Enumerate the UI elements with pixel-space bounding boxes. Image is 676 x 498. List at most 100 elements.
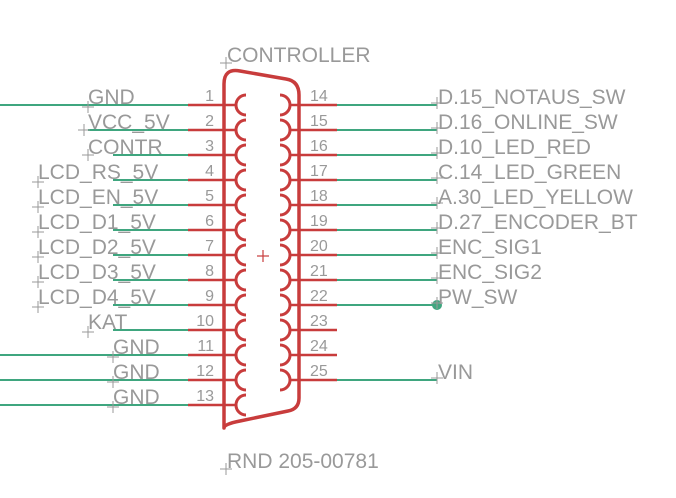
net-label-anchor-icon	[431, 147, 443, 159]
pin-6[interactable]: 6 LCD_D1_5V	[32, 211, 247, 242]
net-label[interactable]: ENC_SIG1	[438, 236, 542, 259]
socket-contact-icon	[234, 243, 247, 267]
net-label[interactable]: CONTR	[88, 136, 163, 159]
pin-20[interactable]: 20 ENC_SIG1	[279, 236, 542, 267]
net-label-anchor-icon	[431, 247, 443, 259]
pin-4[interactable]: 4 LCD_RS_5V	[32, 161, 247, 192]
pin-number: 10	[196, 313, 214, 330]
socket-contact-icon	[279, 293, 292, 317]
pin-number: 19	[310, 213, 328, 230]
pin-23[interactable]: 23	[279, 313, 337, 342]
socket-contact-icon	[234, 93, 247, 117]
net-label-anchor-icon	[78, 124, 90, 136]
socket-contact-icon	[234, 218, 247, 242]
net-label[interactable]: D.27_ENCODER_BT	[438, 211, 638, 234]
net-label[interactable]: VCC_5V	[88, 111, 170, 134]
pin-number: 11	[197, 338, 214, 355]
pin-11[interactable]: 11 GND	[0, 336, 247, 367]
part-value: RND 205-00781	[227, 450, 379, 473]
net-label[interactable]: GND	[113, 361, 160, 384]
left-pin-group: 1GND2VCC_5V3CONTR4LCD_RS_5V5LCD_EN_5V6LC…	[0, 86, 247, 417]
net-label[interactable]: GND	[88, 86, 135, 109]
pin-number: 25	[310, 363, 328, 380]
net-label-anchor-icon	[431, 172, 443, 184]
socket-contact-icon	[279, 268, 292, 292]
pin-number: 4	[205, 163, 214, 180]
pin-14[interactable]: 14 D.15_NOTAUS_SW	[279, 86, 626, 117]
socket-contact-icon	[279, 168, 292, 192]
socket-contact-icon	[279, 368, 292, 392]
pin-24[interactable]: 24	[279, 338, 337, 367]
pin-number: 20	[310, 238, 328, 255]
pin-25[interactable]: 25 VIN	[279, 361, 473, 392]
pin-number: 12	[196, 363, 214, 380]
socket-contact-icon	[234, 293, 247, 317]
pin-number: 1	[205, 88, 214, 105]
pin-19[interactable]: 19 D.27_ENCODER_BT	[279, 211, 638, 242]
socket-contact-icon	[234, 343, 247, 367]
socket-contact-icon	[234, 118, 247, 142]
net-label[interactable]: KAT	[88, 311, 127, 334]
socket-contact-icon	[234, 143, 247, 167]
net-label-anchor-icon	[107, 376, 119, 388]
net-label[interactable]: GND	[113, 336, 160, 359]
net-label[interactable]: A.30_LED_YELLOW	[438, 186, 633, 209]
pin-1[interactable]: 1 GND	[0, 86, 247, 117]
socket-contact-icon	[279, 118, 292, 142]
net-label-anchor-icon	[32, 301, 44, 313]
net-label[interactable]: LCD_RS_5V	[38, 161, 158, 184]
net-label-anchor-icon	[32, 251, 44, 263]
net-label-anchor-icon	[32, 201, 44, 213]
socket-contact-icon	[279, 193, 292, 217]
pin-number: 8	[205, 263, 214, 280]
net-label[interactable]: D.16_ONLINE_SW	[438, 111, 618, 134]
pin-number: 23	[310, 313, 328, 330]
net-label[interactable]: D.15_NOTAUS_SW	[438, 86, 626, 109]
net-label[interactable]: GND	[113, 386, 160, 409]
pin-13[interactable]: 13 GND	[0, 386, 247, 417]
net-label[interactable]: ENC_SIG2	[438, 261, 542, 284]
socket-contact-icon	[234, 193, 247, 217]
net-label-anchor-icon	[431, 97, 443, 109]
net-label[interactable]: PW_SW	[438, 286, 518, 309]
net-label[interactable]: LCD_EN_5V	[38, 186, 158, 209]
part-value-anchor-icon	[220, 463, 232, 475]
net-label[interactable]: LCD_D3_5V	[38, 261, 156, 284]
net-label-anchor-icon	[82, 101, 94, 113]
pin-number: 18	[310, 188, 328, 205]
pin-10[interactable]: 10 KAT	[82, 311, 247, 342]
net-label[interactable]: D.10_LED_RED	[438, 136, 591, 159]
socket-contact-icon	[234, 318, 247, 342]
pin-8[interactable]: 8 LCD_D3_5V	[32, 261, 247, 292]
pin-number: 6	[205, 213, 214, 230]
pin-number: 5	[205, 188, 214, 205]
pin-number: 14	[310, 88, 328, 105]
pin-12[interactable]: 12 GND	[0, 361, 247, 392]
net-label[interactable]: LCD_D2_5V	[38, 236, 156, 259]
net-label-anchor-icon	[431, 272, 443, 284]
pin-18[interactable]: 18 A.30_LED_YELLOW	[279, 186, 633, 217]
net-label[interactable]: VIN	[438, 361, 473, 384]
pin-number: 13	[196, 388, 214, 405]
net-label-anchor-icon	[431, 297, 443, 309]
net-label[interactable]: C.14_LED_GREEN	[438, 161, 621, 184]
net-label-anchor-icon	[107, 401, 119, 413]
pin-5[interactable]: 5 LCD_EN_5V	[32, 186, 247, 217]
net-label-anchor-icon	[82, 326, 94, 338]
connector-body[interactable]	[222, 68, 301, 430]
pin-21[interactable]: 21 ENC_SIG2	[279, 261, 542, 292]
net-label[interactable]: LCD_D1_5V	[38, 211, 156, 234]
net-label[interactable]: LCD_D4_5V	[38, 286, 156, 309]
pin-number: 21	[310, 263, 328, 280]
socket-contact-icon	[279, 93, 292, 117]
